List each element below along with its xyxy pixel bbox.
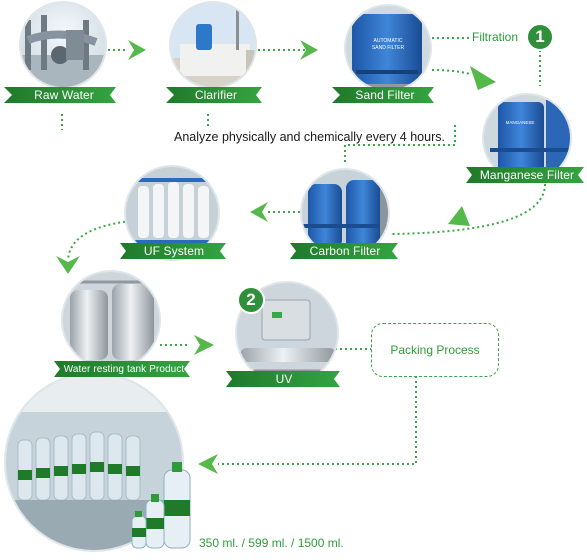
ribbon-raw-water (4, 87, 116, 103)
ribbon-carbon-filter (290, 243, 398, 259)
featured-bottles (131, 462, 191, 549)
uf-system-photo (124, 165, 220, 261)
ribbon-manganese-filter (466, 167, 584, 183)
sand-filter-photo: AUTOMATIC SAND FILTER (344, 4, 432, 92)
clarifier-photo (169, 1, 257, 89)
svg-text:AUTOMATIC: AUTOMATIC (374, 38, 403, 44)
flow-connectors (61, 37, 546, 465)
carbon-filter-photo (300, 168, 390, 258)
bottles-photo (4, 372, 191, 552)
arrow-left-icon (250, 202, 268, 222)
raw-water-photo (19, 1, 107, 89)
arrow-right-icon (194, 335, 214, 355)
arrow-down-left-icon (448, 206, 470, 226)
connector-analyze-right (344, 125, 456, 162)
arrow-right-icon (300, 40, 318, 60)
ribbon-clarifier (166, 87, 262, 103)
arrow-right-icon (128, 40, 146, 60)
ribbon-water-resting (54, 361, 190, 377)
uv-photo (235, 281, 339, 385)
step-two-badge (237, 286, 265, 314)
ribbon-uf-system (120, 243, 226, 259)
manganese-filter-photo: MANGANESE (482, 93, 572, 183)
water-resting-tank-photo (61, 270, 161, 370)
arrow-down-icon (56, 256, 80, 274)
connector-sand-manganese (431, 69, 471, 75)
flow-arrows (56, 40, 496, 474)
connector-packing-bottles (218, 376, 417, 465)
svg-text:MANGANESE: MANGANESE (506, 120, 535, 125)
svg-text:SAND FILTER: SAND FILTER (372, 45, 405, 51)
ribbon-uv (226, 371, 340, 387)
step-one-badge (526, 23, 554, 51)
ribbon-sand-filter (332, 87, 434, 103)
arrow-left-icon (198, 454, 218, 474)
connector-manganese-carbon (389, 183, 546, 235)
arrow-down-right-icon (470, 66, 496, 90)
label-ribbons (4, 87, 584, 387)
